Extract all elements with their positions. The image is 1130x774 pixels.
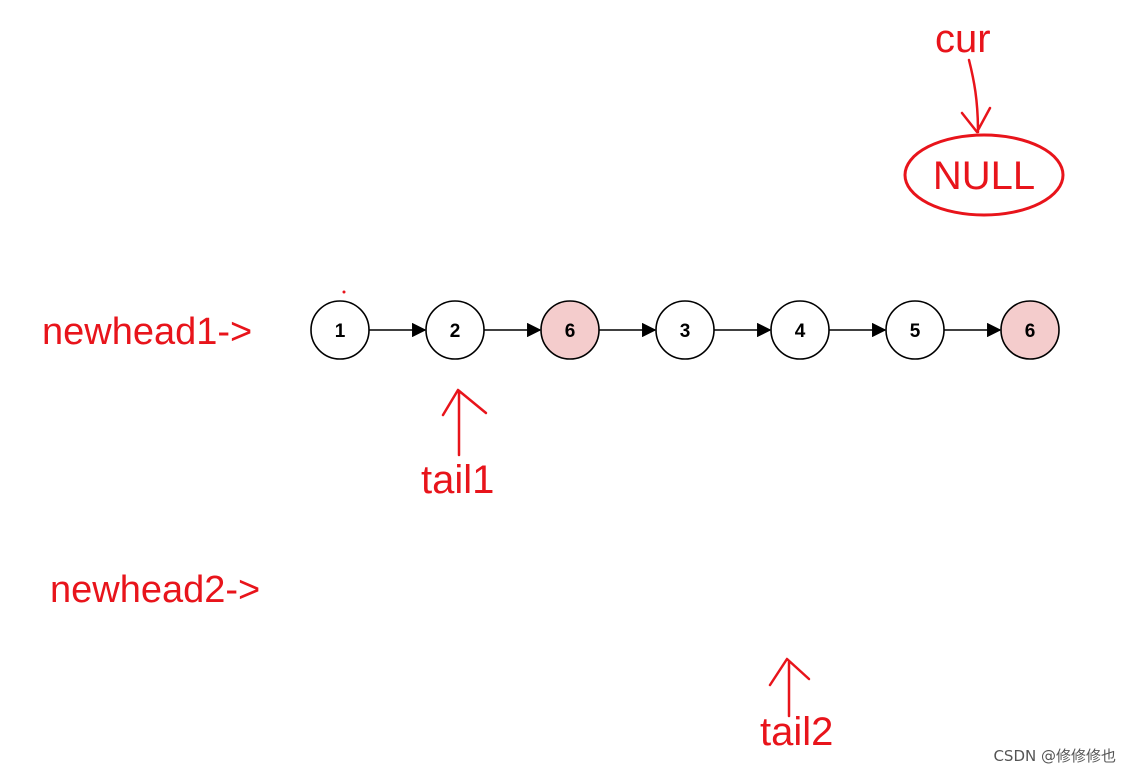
list-node-2: 2 [425, 300, 485, 360]
list-node-5: 4 [770, 300, 830, 360]
newhead2-label: newhead2-> [50, 569, 260, 611]
tail1-arrow [441, 388, 488, 457]
node-value: 5 [910, 321, 921, 342]
node-circle [540, 300, 600, 360]
node-value: 2 [450, 321, 461, 342]
tail1-label: tail1 [421, 458, 494, 502]
node-value: 1 [335, 321, 346, 342]
list-node-4: 3 [655, 300, 715, 360]
list-node-7: 6 [1000, 300, 1060, 360]
null-label: NULL [933, 154, 1035, 198]
list-node-1: 1 [310, 300, 370, 360]
watermark: CSDN @修修修也 [993, 747, 1116, 765]
node-value: 4 [795, 321, 806, 342]
node-circle [885, 300, 945, 360]
node-value: 6 [565, 321, 576, 342]
node-value: 3 [680, 321, 691, 342]
node-circle [655, 300, 715, 360]
cur-arrow [960, 58, 992, 134]
stray-mark [342, 290, 346, 294]
tail2-arrow [768, 657, 811, 718]
list-node-3: 6 [540, 300, 600, 360]
null-ellipse [903, 133, 1065, 217]
node-circle [770, 300, 830, 360]
node-value: 6 [1025, 321, 1036, 342]
node-circle [425, 300, 485, 360]
tail2-label: tail2 [760, 710, 833, 754]
cur-label: cur [935, 17, 991, 61]
node-circle [1000, 300, 1060, 360]
newhead1-label: newhead1-> [42, 311, 252, 353]
node-circle [310, 300, 370, 360]
list-node-6: 5 [885, 300, 945, 360]
list-nodes: 1 2 6 3 4 5 6 [310, 300, 1060, 360]
